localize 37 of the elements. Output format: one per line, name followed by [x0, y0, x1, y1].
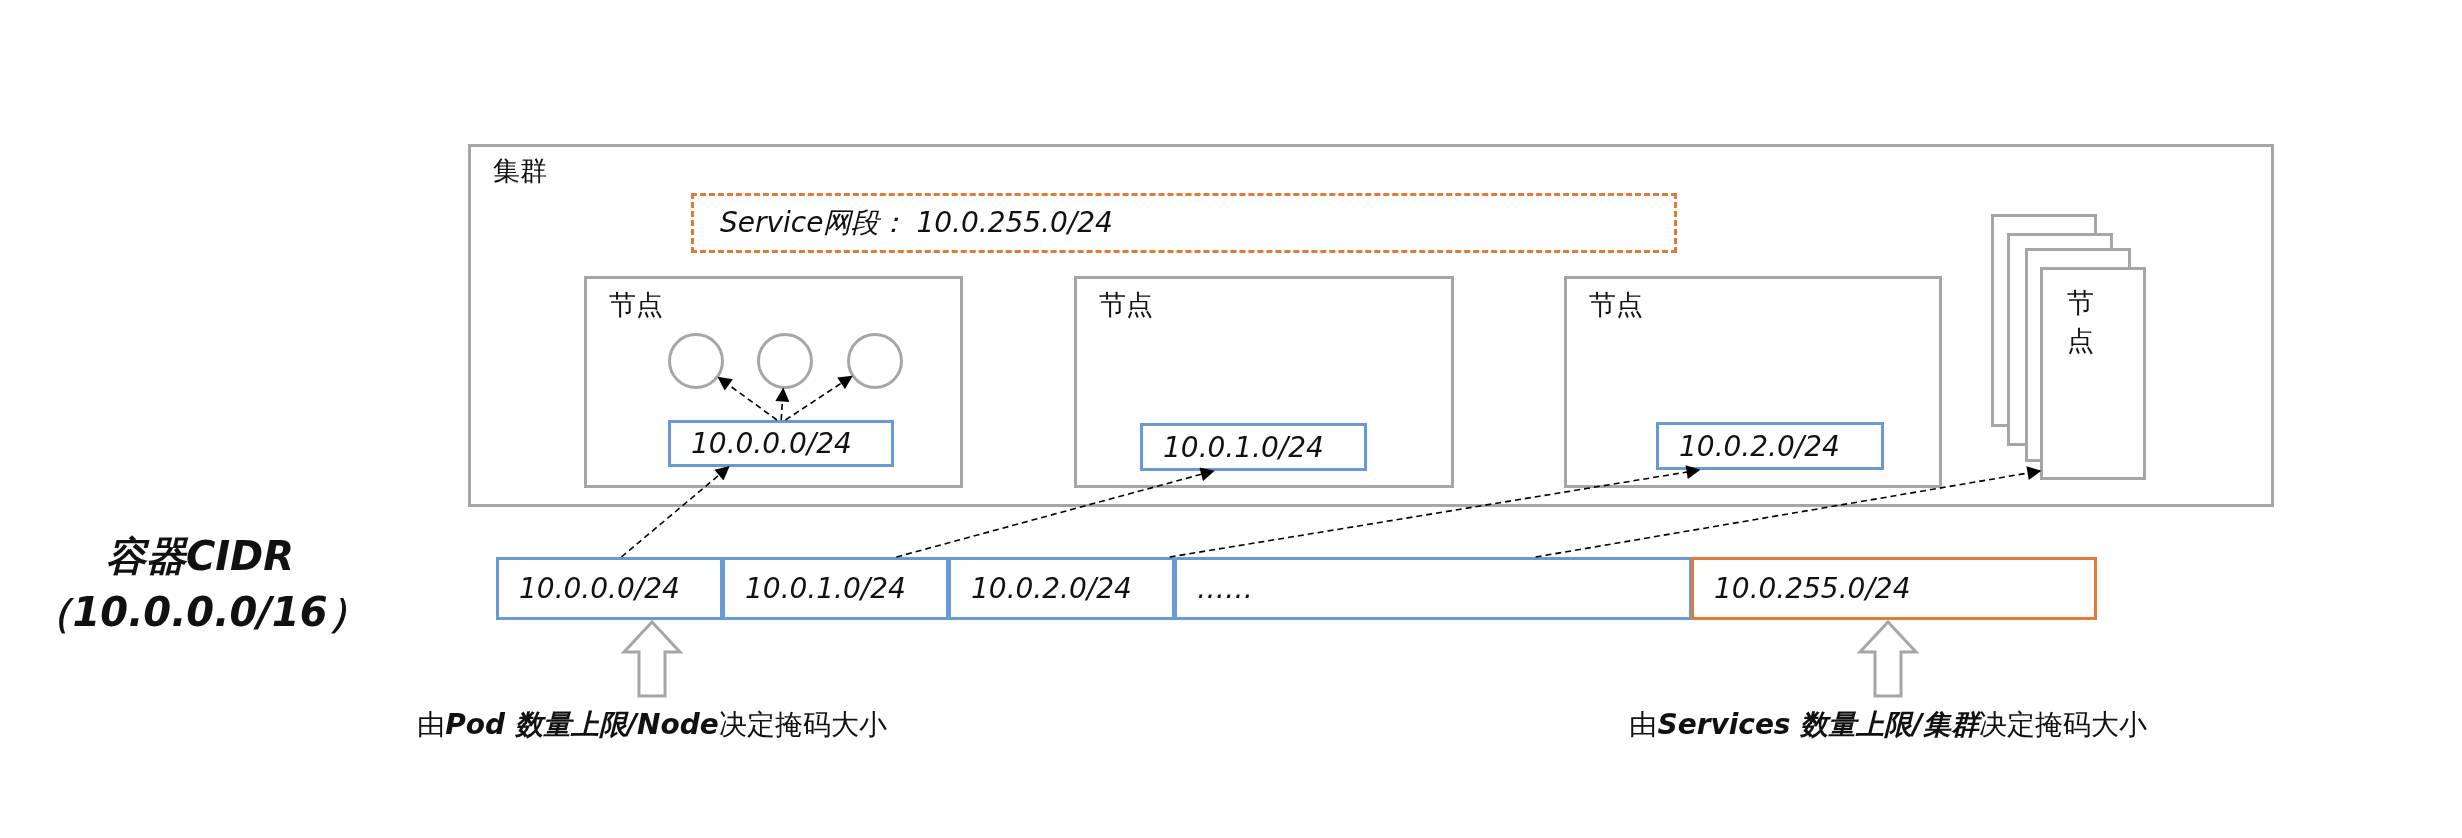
box-title: 集群 — [493, 155, 547, 187]
subnet-box: 10.0.2.0/24 — [1656, 422, 1884, 470]
dashed-arrow — [775, 387, 790, 421]
box-title: 节点 — [609, 289, 663, 321]
dashed-arrow — [1534, 466, 2042, 558]
dashed-arrow — [1168, 465, 1701, 558]
cidr-cell: 10.0.255.0/24 — [1691, 557, 2097, 620]
node-box — [584, 276, 963, 488]
subnet-box: 10.0.0.0/24 — [668, 420, 894, 467]
node-box — [2040, 267, 2146, 480]
cidr-heading: 容器CIDR（10.0.0.0/16） — [31, 532, 369, 637]
cidr-cell: 10.0.2.0/24 — [948, 557, 1175, 620]
stacked-node-box — [2025, 248, 2131, 462]
hollow-arrow — [1856, 619, 1920, 698]
pod-circle — [668, 333, 724, 389]
dashed-arrow — [895, 467, 1215, 558]
cidr-cell: 10.0.1.0/24 — [722, 557, 949, 620]
cluster-box — [468, 144, 2274, 507]
cidr-cell: …… — [1174, 557, 1692, 620]
hollow-arrow — [620, 619, 684, 698]
stacked-node-box — [2007, 233, 2113, 446]
cidr-cell: 10.0.0.0/24 — [496, 557, 723, 620]
dashed-arrow — [620, 466, 730, 558]
pod-circle — [847, 333, 903, 389]
annotation-text: 由Services 数量上限/集群决定掩码大小 — [1592, 706, 2184, 750]
node-box — [1074, 276, 1454, 488]
box-title: 节点 — [1099, 289, 1153, 321]
dashed-arrow — [717, 376, 778, 421]
dashed-arrow — [784, 375, 853, 421]
box-title: 节点 — [1589, 289, 1643, 321]
box-title: 节点 — [2067, 286, 2095, 358]
stacked-node-box — [1991, 214, 2097, 427]
annotation-text: 由Pod 数量上限/Node决定掩码大小 — [392, 706, 912, 750]
pod-circle — [757, 333, 813, 389]
subnet-box: 10.0.1.0/24 — [1140, 423, 1367, 471]
service-range-box: Service网段： 10.0.255.0/24 — [691, 193, 1677, 253]
node-box — [1564, 276, 1942, 488]
